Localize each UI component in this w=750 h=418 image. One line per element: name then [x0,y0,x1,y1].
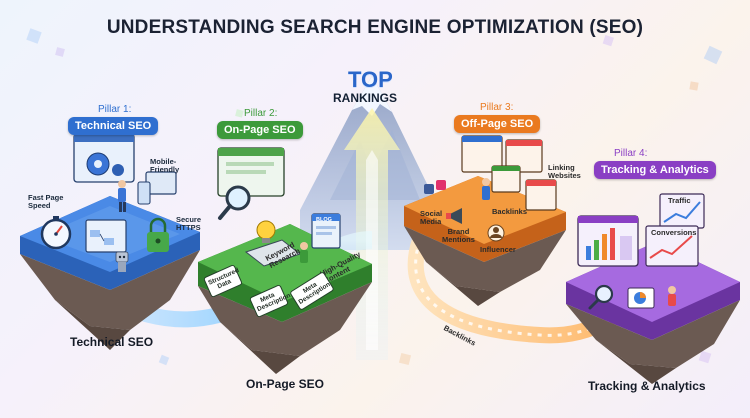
person-analyst-icon [668,286,676,306]
feature-secure-https: Secure HTTPS [176,215,202,232]
blog-badge: BLOG [316,217,332,223]
feature-social-media: Social Media [420,209,443,226]
feature-influencer: Influencer [480,245,516,254]
pillar-3-badge: Off-Page SEO [454,115,541,133]
pillar-1-badge: Technical SEO [68,117,159,135]
stopwatch-icon [40,216,72,250]
search-browser-magnifier-icon [217,147,285,220]
pillar-4-badge: Tracking & Analytics [594,161,716,179]
browser-window-gear-icon [73,133,135,183]
feature-linking-websites: Linking Websites [548,163,581,180]
page-title: UNDERSTANDING SEARCH ENGINE OPTIMIZATION… [106,17,644,38]
top-heading: TOP [348,67,393,92]
pie-report-icon [627,287,655,309]
rankings-heading: RANKINGS [333,91,398,105]
pillar-1-kicker: Pillar 1: [98,104,132,115]
linking-websites-icon [461,135,557,211]
megaphone-icon [446,208,462,224]
pillar-2-badge: On-Page SEO [217,121,303,139]
sitemap-window-icon [85,219,127,253]
social-icons [424,180,446,194]
robot-crawler-icon [115,251,129,272]
feature-fast-page-speed: Fast Page Speed [28,193,64,210]
dashboard-chart-icon [577,215,639,267]
person-icon [118,180,126,212]
feature-traffic: Traffic [668,196,691,205]
feature-brand-mentions: Brand Mentions [442,227,475,244]
pillar-2-kicker: Pillar 2: [244,108,278,119]
lightbulb-icon [256,220,276,243]
onpage-seo-label: On-Page SEO [246,377,325,391]
decorative-cubes [26,28,723,366]
technical-seo-label: Technical SEO [70,335,154,349]
feature-mobile-friendly: Mobile- Friendly [150,157,180,174]
person-standing-icon [482,178,490,200]
feature-conversions: Conversions [651,228,697,237]
mobile-devices-icon [137,171,177,205]
pillar-4-kicker: Pillar 4: [614,148,648,159]
conversions-chart-icon [645,225,699,267]
padlock-icon [147,217,169,252]
pillar-3-kicker: Pillar 3: [480,102,514,113]
influencer-avatar-icon [487,224,505,242]
content-screen-icon [311,213,341,249]
magnifier-analytics-icon [588,284,614,310]
person-reading-icon [300,242,308,263]
feature-backlinks: Backlinks [492,207,528,216]
analytics-label: Tracking & Analytics [588,379,706,393]
